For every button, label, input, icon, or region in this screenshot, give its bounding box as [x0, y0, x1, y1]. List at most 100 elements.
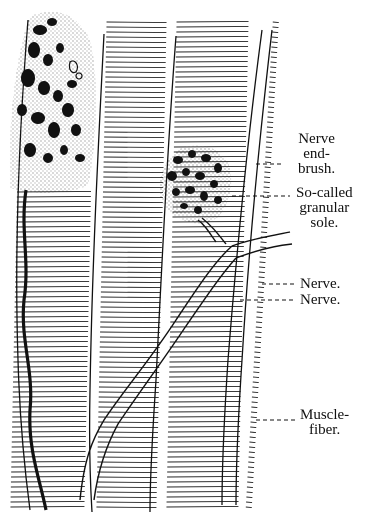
- striation-line: [104, 167, 164, 168]
- striation-line: [175, 81, 247, 82]
- striation-line: [105, 77, 165, 78]
- striation-line: [17, 206, 91, 207]
- striation-line: [103, 197, 163, 198]
- striation-line: [17, 196, 91, 197]
- striation-line: [168, 451, 240, 452]
- striation-line: [104, 152, 164, 153]
- striation-line: [12, 411, 86, 412]
- striation-line: [263, 197, 269, 198]
- striation-line: [258, 292, 264, 293]
- striation-line: [267, 117, 273, 118]
- striation-line: [13, 371, 87, 372]
- striation-line: [167, 466, 239, 467]
- striation-line: [14, 356, 88, 357]
- striation-line: [101, 302, 161, 303]
- striation-line: [104, 127, 164, 128]
- striation-line: [101, 287, 161, 288]
- striation-line: [99, 402, 159, 403]
- striation-line: [13, 396, 87, 397]
- striation-line: [271, 52, 277, 53]
- striation-line: [12, 431, 86, 432]
- striation-line: [106, 27, 166, 28]
- striation-line: [260, 247, 266, 248]
- striation-line: [257, 297, 263, 298]
- striation-line: [170, 331, 242, 332]
- striation-line: [171, 266, 243, 267]
- striation-line: [168, 426, 240, 427]
- striation-line: [254, 367, 260, 368]
- label-line: sole.: [296, 216, 353, 231]
- striation-line: [246, 497, 252, 498]
- label-line: Muscle-: [300, 408, 349, 423]
- striation-line: [262, 212, 268, 213]
- striation-line: [98, 452, 158, 453]
- striation-line: [168, 431, 240, 432]
- striation-line: [170, 341, 242, 342]
- striation-line: [13, 391, 87, 392]
- striation-line: [10, 506, 84, 507]
- striation-line: [255, 337, 261, 338]
- striation-line: [172, 246, 244, 247]
- striation-line: [106, 57, 166, 58]
- striation-line: [14, 351, 88, 352]
- striation-line: [98, 437, 158, 438]
- striation-line: [252, 402, 258, 403]
- striation-line: [264, 182, 270, 183]
- label-line: end-: [298, 147, 335, 162]
- striation-line: [102, 242, 162, 243]
- striation-line: [11, 456, 85, 457]
- striation-line: [99, 387, 159, 388]
- striation-line: [270, 77, 276, 78]
- striation-line: [174, 141, 246, 142]
- striation-line: [251, 422, 257, 423]
- striation-line: [175, 91, 247, 92]
- striation-line: [97, 467, 157, 468]
- striation-line: [102, 222, 162, 223]
- striation-line: [252, 397, 258, 398]
- striation-line: [100, 317, 160, 318]
- striation-line: [15, 306, 89, 307]
- striation-line: [256, 317, 262, 318]
- striation-line: [96, 507, 156, 508]
- striation-line: [176, 61, 248, 62]
- striation-line: [172, 256, 244, 257]
- striation-line: [172, 236, 244, 237]
- striation-line: [262, 222, 268, 223]
- striation-line: [253, 382, 259, 383]
- striation-line: [171, 276, 243, 277]
- striation-line: [100, 332, 160, 333]
- striation-line: [16, 231, 90, 232]
- striation-line: [176, 56, 248, 57]
- striation-line: [272, 32, 278, 33]
- striation-line: [101, 282, 161, 283]
- striation-line: [97, 472, 157, 473]
- striation-line: [11, 476, 85, 477]
- striation-line: [271, 57, 277, 58]
- striation-line: [269, 82, 275, 83]
- striation-line: [177, 21, 249, 22]
- striation-line: [11, 466, 85, 467]
- striation-line: [176, 36, 248, 37]
- striation-line: [105, 107, 165, 108]
- striation-line: [13, 366, 87, 367]
- striation-line: [174, 146, 246, 147]
- striation-line: [176, 31, 248, 32]
- striation-line: [102, 237, 162, 238]
- striation-line: [167, 501, 239, 502]
- striation-line: [17, 201, 91, 202]
- striation-line: [250, 437, 256, 438]
- striation-line: [263, 202, 269, 203]
- striation-line: [171, 301, 243, 302]
- striation-line: [102, 217, 162, 218]
- striation-line: [102, 262, 162, 263]
- striation-line: [272, 37, 278, 38]
- striation-line: [246, 507, 252, 508]
- striation-line: [260, 252, 266, 253]
- striation-line: [13, 386, 87, 387]
- striation-line: [106, 52, 166, 53]
- striation-line: [249, 442, 255, 443]
- striation-line: [105, 97, 165, 98]
- striation-line: [167, 486, 239, 487]
- striation-line: [268, 107, 274, 108]
- striation-line: [16, 226, 90, 227]
